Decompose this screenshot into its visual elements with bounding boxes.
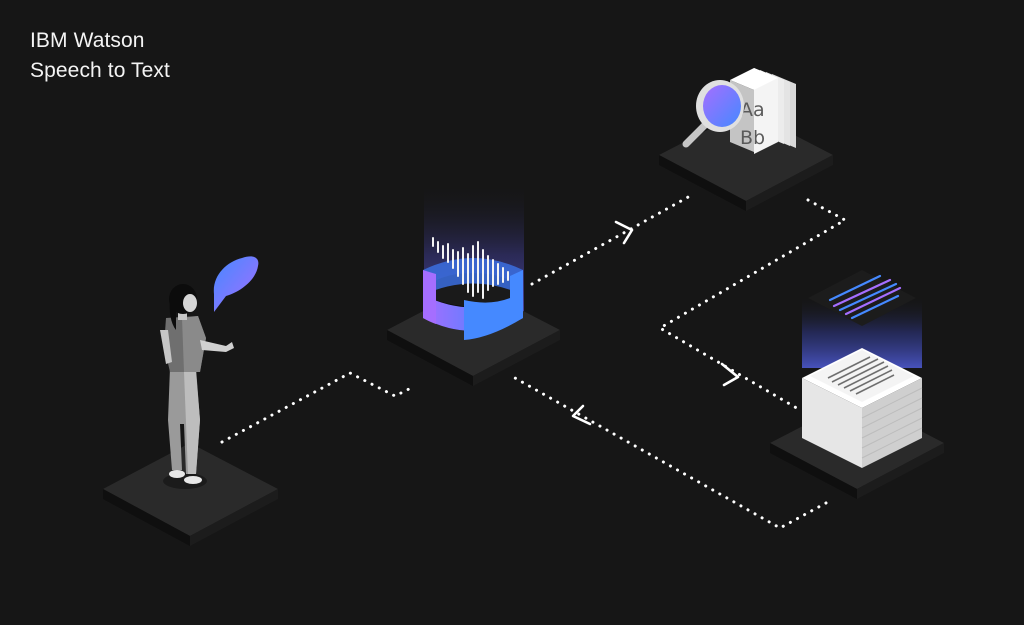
person-speaking-icon [160,284,234,489]
waveform-bars [432,237,509,299]
paper-edges [861,387,923,459]
audio-waveform-ring-icon [423,237,523,340]
magnifying-glass-icon [682,80,744,148]
arrow-to-search [614,220,634,245]
floating-text-lines [828,274,902,320]
arrow-to-transcript [720,362,740,387]
text-transcript-document-icon [802,270,923,468]
connector-transcript-to-processor [513,376,828,530]
connector-processor-to-search [530,194,692,286]
platform-speaker [103,443,278,546]
title-line-2: Speech to Text [30,59,170,82]
connector-speaker-to-processor [220,371,417,444]
alphabet-row-1: Aa [740,99,765,121]
alphabet-row-2: Bb [740,127,765,149]
alphabet-documents-icon: Aa Bb [730,68,796,154]
arrow-to-processor [571,404,592,426]
title-block: IBM Watson Speech to Text [30,26,170,86]
speech-bubble-icon [213,256,259,312]
transcript-text-lines [827,356,895,395]
arrow-heads [571,220,740,426]
title-line-1: IBM Watson [30,29,145,52]
connectors [220,194,849,530]
